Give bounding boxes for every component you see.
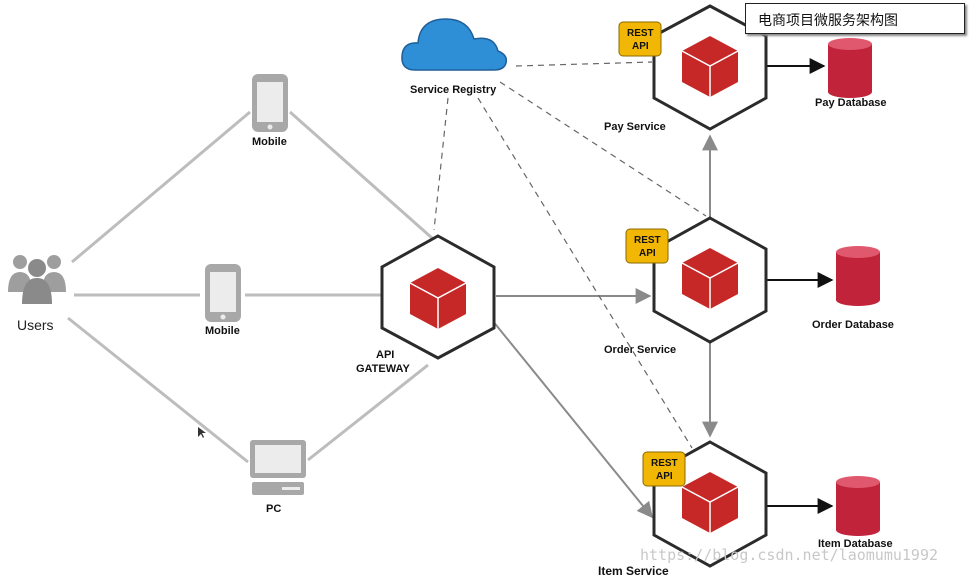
rest-api-badge: REST API — [625, 228, 669, 264]
mouse-cursor-icon — [198, 427, 206, 438]
registry-gateway-link — [433, 97, 449, 231]
route-gateway-item — [491, 319, 654, 519]
link-users-pc — [67, 316, 249, 464]
mobile-icon — [205, 264, 241, 322]
registry-item-link — [477, 97, 693, 449]
svg-text:API: API — [639, 248, 656, 259]
svg-text:REST: REST — [627, 28, 654, 39]
rest-api-badge: REST API — [642, 451, 686, 487]
registry-order-link — [499, 81, 707, 217]
mobile-label: Mobile — [252, 136, 287, 148]
api-gateway-node — [380, 234, 496, 360]
svg-text:REST: REST — [651, 458, 678, 469]
order-service-node — [652, 216, 768, 344]
svg-text:REST: REST — [634, 235, 661, 246]
mobile-label: Mobile — [205, 325, 240, 337]
registry-pay-link — [515, 61, 653, 67]
link-mobile-top-gateway — [289, 110, 433, 240]
item-service-label: Item Service — [598, 564, 669, 577]
database-icon — [836, 476, 880, 536]
database-icon — [828, 38, 872, 98]
diagram-title: 电商项目微服务架构图 — [758, 13, 898, 29]
db-arrows — [766, 58, 834, 514]
order-service-label: Order Service — [604, 344, 676, 356]
users-icon — [8, 255, 66, 304]
pc-icon — [250, 440, 306, 495]
pay-database-label: Pay Database — [815, 97, 887, 109]
link-users-mobile-top — [71, 110, 251, 264]
client-connections — [67, 110, 433, 464]
svg-text:API: API — [656, 471, 673, 482]
mobile-icon — [252, 74, 288, 132]
item-database-label: Item Database — [818, 538, 893, 550]
link-pc-gateway — [307, 363, 429, 462]
pay-service-node — [652, 4, 768, 131]
users-label: Users — [17, 317, 54, 333]
watermark: https://blog.csdn.net/laomumu1992 — [640, 546, 939, 564]
gateway-label-line1: API — [376, 349, 394, 361]
gateway-label-line2: GATEWAY — [356, 363, 410, 375]
cloud-icon — [401, 18, 508, 71]
registry-links — [433, 61, 707, 449]
rest-api-badge: REST API — [618, 21, 662, 57]
database-icon — [836, 246, 880, 306]
svg-text:API: API — [632, 41, 649, 52]
pay-service-label: Pay Service — [604, 121, 666, 133]
gateway-routes — [491, 134, 718, 519]
order-database-label: Order Database — [812, 319, 894, 331]
registry-label: Service Registry — [410, 84, 497, 96]
diagram-title-box: 电商项目微服务架构图 — [745, 3, 965, 34]
pc-label: PC — [266, 503, 281, 515]
